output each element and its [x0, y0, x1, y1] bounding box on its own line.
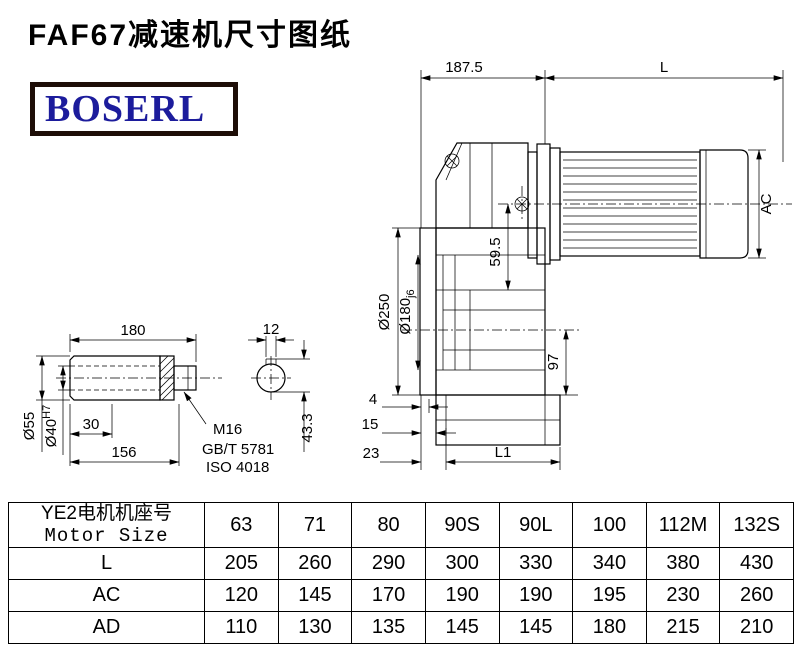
- dim-shaft-length-label: 180: [120, 322, 145, 339]
- table-cell: 230: [645, 579, 721, 612]
- table-header-en: Motor Size: [44, 525, 169, 547]
- table-cell: 205: [204, 547, 279, 580]
- table-cell: 300: [424, 547, 500, 580]
- mounting-hole-mark: [444, 153, 460, 169]
- table-cell: 260: [719, 579, 794, 612]
- dim-offset-15-label: 15: [362, 416, 379, 433]
- size-col-header: 63: [204, 502, 279, 548]
- table-cell: 190: [424, 579, 500, 612]
- table-cell: 130: [277, 611, 353, 644]
- dim-shaft-diameter-label: Ø55: [21, 412, 38, 440]
- dim-keyway-label: 43.3: [299, 413, 316, 442]
- shaft-section-detail: 12 43.3: [248, 321, 316, 452]
- standard-iso-label: ISO 4018: [206, 459, 269, 476]
- dim-flange-thickness-label: 4: [369, 391, 377, 408]
- size-col-header: 90S: [424, 502, 500, 548]
- fan-cover: [699, 149, 749, 259]
- size-col-header: 80: [351, 502, 426, 548]
- dim-bore-diameter-label: Ø40H7: [41, 405, 60, 447]
- shaft-detail: 180 Ø55 Ø40H7 30 156 M16 GB/T 5781: [21, 322, 274, 476]
- row-label-ac: AC: [8, 579, 205, 612]
- size-col-header: 71: [277, 502, 353, 548]
- dim-spigot-diameter-label: Ø180j6: [397, 289, 417, 334]
- row-label-l: L: [8, 547, 205, 580]
- table-cell: 110: [204, 611, 279, 644]
- table-cell: 145: [424, 611, 500, 644]
- dim-top-width-label: 187.5: [445, 59, 483, 76]
- table-cell: 330: [498, 547, 574, 580]
- row-label-ad: AD: [8, 611, 205, 644]
- table-cell: 145: [498, 611, 574, 644]
- table-cell: 180: [572, 611, 647, 644]
- input-center-mark: [514, 196, 530, 212]
- table-cell: 190: [498, 579, 574, 612]
- table-cell: 145: [277, 579, 353, 612]
- table-cell: 120: [204, 579, 279, 612]
- retaining-bolt: [173, 365, 197, 391]
- table-cell: 380: [645, 547, 721, 580]
- main-view-dimensions: 187.5 L AC Ø250 Ø180j6 59.5 97: [362, 59, 784, 470]
- table-header-motor-size: YE2电机机座号 Motor Size: [8, 502, 205, 548]
- table-cell: 290: [351, 547, 426, 580]
- table-cell: 340: [572, 547, 647, 580]
- table-cell: 215: [645, 611, 721, 644]
- dim-flange-diameter-label: Ø250: [376, 294, 393, 331]
- standard-gb-label: GB/T 5781: [202, 441, 274, 458]
- size-col-header: 100: [572, 502, 647, 548]
- table-cell: 170: [351, 579, 426, 612]
- motor: [527, 143, 749, 265]
- table-cell: 210: [719, 611, 794, 644]
- table-cell: 135: [351, 611, 426, 644]
- brand-logo: BOSERL: [30, 82, 238, 136]
- dim-motor-length-label: L: [660, 59, 668, 76]
- size-col-header: 90L: [498, 502, 574, 548]
- table-cell: 195: [572, 579, 647, 612]
- dim-key-width-label: 12: [263, 321, 280, 338]
- dim-156-label: 156: [111, 444, 136, 461]
- dim-axis-offset-label: 59.5: [487, 237, 504, 266]
- gearbox-housing: [402, 142, 792, 446]
- dimension-table: YE2电机机座号 Motor Size 63 71 80 90S 90L 100…: [8, 502, 794, 644]
- table-cell: 430: [719, 547, 794, 580]
- thread-callout-label: M16: [213, 421, 242, 438]
- brand-logo-text: BOSERL: [45, 88, 206, 130]
- table-cell: 260: [277, 547, 353, 580]
- dim-motor-diameter-label: AC: [758, 193, 775, 214]
- dim-center-to-bottom-label: 97: [545, 354, 562, 371]
- page-title: FAF67减速机尺寸图纸: [28, 19, 353, 52]
- dim-offset-23-label: 23: [363, 445, 380, 462]
- dim-30-label: 30: [83, 416, 100, 433]
- size-col-header: 112M: [645, 502, 721, 548]
- dim-housing-length-label: L1: [495, 444, 512, 461]
- table-header-cn: YE2电机机座号: [41, 503, 172, 524]
- size-col-header: 132S: [719, 502, 794, 548]
